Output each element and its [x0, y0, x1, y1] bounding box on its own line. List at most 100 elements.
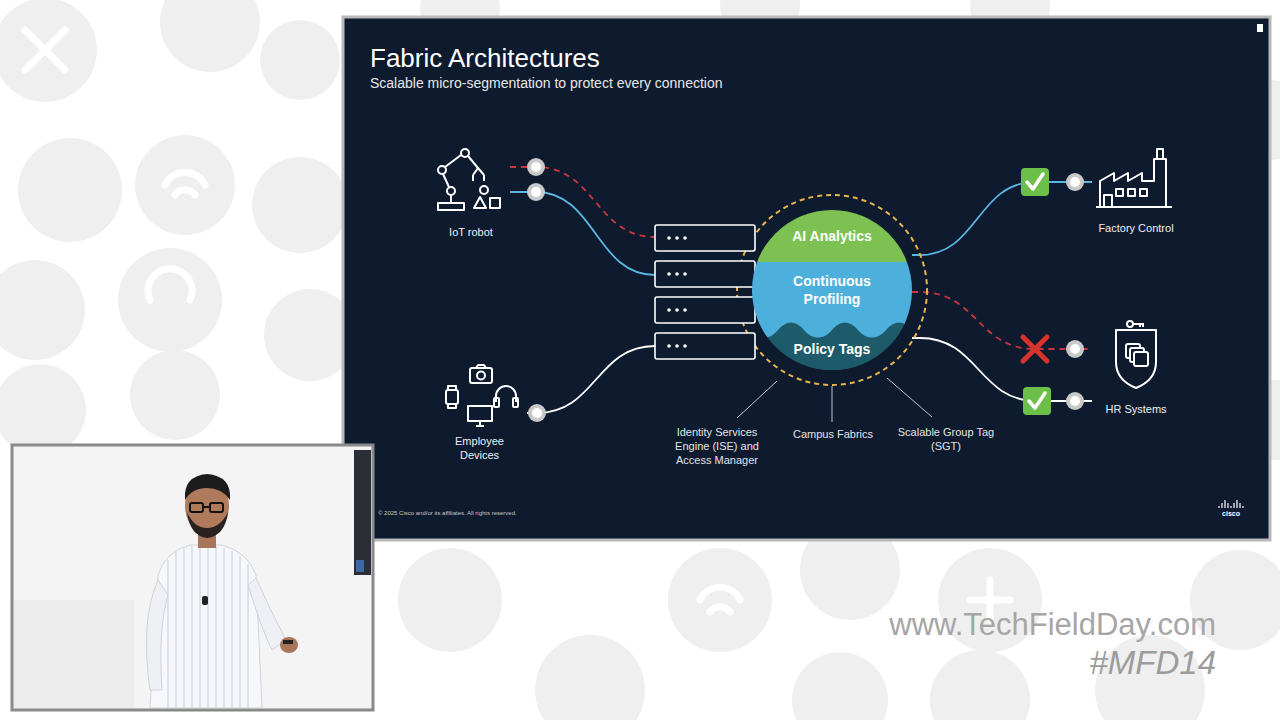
event-hashtag: #MFD14	[1089, 643, 1216, 683]
destination-node: Factory Control	[1092, 145, 1180, 235]
device-node: Employee Devices	[432, 362, 527, 462]
factory-icon	[1104, 195, 1112, 207]
factory-icon	[1128, 189, 1135, 196]
devices-icon	[432, 362, 527, 428]
shield-icon	[1092, 318, 1180, 392]
icon-pattern	[135, 135, 235, 235]
band-label: AI Analytics	[776, 227, 888, 245]
icon-pattern	[930, 650, 1030, 720]
shield-icon	[1133, 324, 1144, 327]
robot-icon	[473, 168, 484, 181]
node-label: IoT robot	[432, 225, 510, 239]
devices-icon	[476, 421, 484, 426]
port-dots	[532, 408, 542, 418]
presenter-video	[210, 503, 223, 512]
slide-title: Fabric Architectures	[370, 42, 600, 74]
presenter-video	[190, 503, 203, 512]
server-stack	[655, 225, 755, 251]
logo-text: cisco	[1218, 509, 1244, 518]
presenter-video	[354, 450, 371, 575]
pattern-glyphs	[700, 587, 740, 612]
icon-pattern	[0, 364, 86, 456]
factory-icon	[1096, 206, 1172, 208]
port-dots	[527, 158, 1084, 422]
server-stack	[667, 272, 671, 276]
leader-lines	[832, 386, 833, 422]
devices-icon	[494, 398, 499, 407]
robot-icon	[432, 145, 510, 213]
icon-pattern	[260, 20, 340, 100]
presenter-video	[203, 506, 210, 508]
node-label: Employee Devices	[449, 434, 511, 462]
wave-fill	[752, 318, 912, 370]
band-label: Policy Tags	[776, 340, 888, 358]
presenter-video	[280, 637, 298, 653]
devices-icon	[477, 372, 485, 380]
robot-icon	[443, 174, 449, 187]
robot-icon	[468, 156, 478, 168]
devices-icon	[448, 386, 456, 408]
server-stack	[683, 344, 687, 348]
connector	[912, 338, 1092, 401]
presenter-video	[14, 600, 134, 708]
server-stack	[667, 236, 687, 348]
robot-icon	[474, 197, 486, 208]
cisco-logo-bars	[1219, 500, 1243, 508]
slide-panel	[343, 17, 1270, 540]
icon-pattern	[118, 248, 222, 352]
callout-label: Identity Services Engine (ISE) and Acces…	[667, 425, 767, 467]
factory-icon	[1092, 145, 1180, 213]
port-dots	[1066, 173, 1084, 191]
robot-icon	[450, 195, 452, 203]
robot-icon	[447, 187, 455, 195]
slide-subtitle: Scalable micro-segmentation to protect e…	[370, 74, 723, 92]
fabric-ring	[737, 195, 927, 385]
server-stack	[683, 272, 687, 276]
icon-pattern	[18, 138, 122, 242]
port-dots	[1070, 344, 1080, 354]
presenter-video	[168, 546, 248, 708]
icon-pattern	[0, 260, 85, 360]
robot-icon	[490, 198, 500, 208]
allow-check	[1021, 168, 1049, 196]
icon-pattern	[130, 350, 220, 440]
server-stack	[667, 344, 671, 348]
server-stack	[675, 272, 679, 276]
server-stack	[675, 308, 679, 312]
robot-icon	[461, 149, 469, 157]
server-stack	[655, 333, 755, 359]
port-dots	[531, 162, 541, 172]
allow-check	[1029, 393, 1045, 408]
pattern-glyphs	[165, 172, 205, 195]
shield-icon	[1092, 318, 1180, 392]
factory-icon	[1092, 145, 1180, 213]
robot-icon	[438, 166, 446, 174]
robot-icon	[432, 145, 510, 213]
pattern-glyphs	[25, 30, 65, 70]
icon-pattern	[0, 0, 97, 102]
policy-band: Policy Tags	[752, 318, 912, 370]
port-dots	[1070, 396, 1080, 406]
leader-lines	[737, 378, 932, 422]
band-label: Continuous Profiling	[776, 272, 888, 308]
icon-pattern	[160, 0, 260, 72]
server-stack	[683, 236, 687, 240]
devices-icon	[432, 362, 527, 428]
analytics-band: AI Analytics	[752, 210, 912, 262]
presenter-video	[12, 445, 373, 710]
factory-icon	[1116, 189, 1123, 196]
factory-icon	[1100, 159, 1166, 207]
presenter-video	[187, 512, 228, 538]
callout-label: Scalable Group Tag (SGT)	[896, 425, 996, 453]
presenter-video	[150, 545, 262, 708]
presenter-video	[14, 447, 371, 708]
server-stack	[655, 225, 755, 359]
devices-icon	[468, 406, 492, 421]
server-stack	[667, 308, 671, 312]
port-dots	[1070, 177, 1080, 187]
watermark-url: www.TechFieldDay.com	[889, 606, 1216, 644]
presenter-video	[168, 546, 248, 708]
robot-icon	[445, 155, 461, 167]
deny-cross	[1023, 337, 1047, 361]
